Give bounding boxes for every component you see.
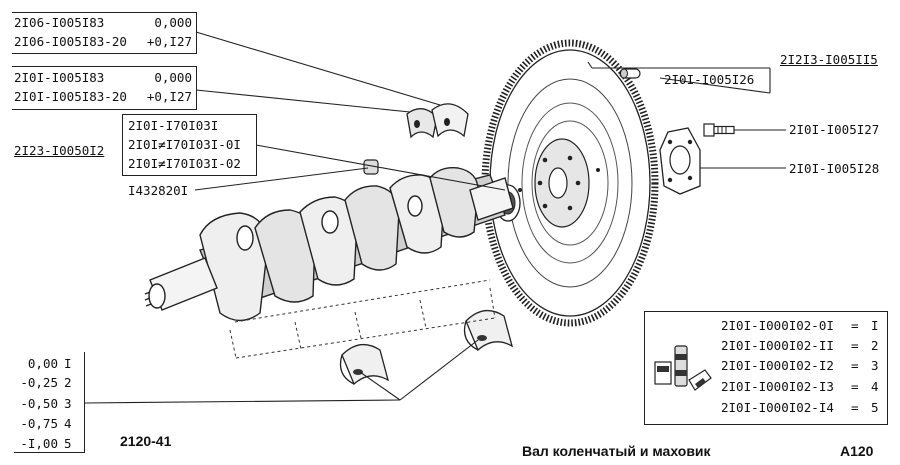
bearing-set-eq: = xyxy=(851,318,859,333)
bearing-set-code: 2I0I-I000I02-0I xyxy=(721,318,834,333)
diagram-title: Вал коленчатый и маховик xyxy=(522,443,711,459)
shell-lower-code-alt: 2I0I-I005I83-20 xyxy=(14,89,127,104)
crankshaft-code-2: 2I0I≠I70I03I-0I xyxy=(128,137,241,152)
shell-lower-bracket xyxy=(12,66,197,110)
bearing-size-value: -0,50 xyxy=(20,396,58,411)
crankshaft-codes-bracket xyxy=(122,114,257,176)
page-number: A120 xyxy=(840,443,874,459)
bearing-set-val: 5 xyxy=(871,400,879,415)
journal-indicator-lines xyxy=(229,279,496,359)
bearing-set-val: 3 xyxy=(871,358,879,373)
bearing-size-index: 2 xyxy=(64,375,72,390)
bearing-size-value: -0,75 xyxy=(20,416,58,431)
bolt-icon xyxy=(703,123,735,137)
bearing-set-eq: = xyxy=(851,338,859,353)
bearing-size-index: I xyxy=(64,356,72,371)
shell-lower-size-nominal: 0,000 xyxy=(154,70,192,85)
crankshaft-icon xyxy=(144,167,514,322)
bearing-set-val: 4 xyxy=(871,379,879,394)
dowel-pin-icon xyxy=(619,68,641,79)
crankshaft-code-3: 2I0I≠I70I03I-02 xyxy=(128,156,241,171)
crankshaft-code-1: 2I0I-I70I03I xyxy=(128,118,219,133)
bearing-size-value: -I,00 xyxy=(20,436,58,451)
bearing-set-code: 2I0I-I000I02-II xyxy=(721,338,834,353)
lock-plate-icon xyxy=(659,127,701,195)
bearing-size-index: 3 xyxy=(64,396,72,411)
plug-code: I432820I xyxy=(128,183,189,198)
bearing-size-value: -0,25 xyxy=(20,375,58,390)
shell-lower-code: 2I0I-I005I83 xyxy=(14,70,105,85)
bearing-kit-icon xyxy=(654,345,712,391)
leader-lines xyxy=(84,31,786,404)
thrust-half-ring-icon xyxy=(406,103,469,139)
bearing-sizes-bracket xyxy=(14,352,85,453)
flywheel-code: 2I2I3-I005II5 xyxy=(780,52,878,67)
washer-code: 2I0I-I005I28 xyxy=(789,161,880,176)
shell-upper-code-alt: 2I06-I005I83-20 xyxy=(14,34,127,49)
model-number: 2120-41 xyxy=(120,433,172,449)
bearing-set-code: 2I0I-I000I02-I4 xyxy=(721,400,834,415)
bearing-set-legend: 2I0I-I000I02-0I = I 2I0I-I000I02-II = 2 … xyxy=(644,311,888,425)
bearing-set-eq: = xyxy=(851,358,859,373)
bearing-size-index: 4 xyxy=(64,416,72,431)
bearing-set-val: 2 xyxy=(871,338,879,353)
shell-upper-code: 2I06-I005I83 xyxy=(14,15,105,30)
bearing-size-value: 0,00 xyxy=(27,356,58,371)
flywheel-icon xyxy=(481,39,659,327)
bearing-set-eq: = xyxy=(851,400,859,415)
bearing-set-code: 2I0I-I000I02-I2 xyxy=(721,358,834,373)
bearing-size-index: 5 xyxy=(64,436,72,451)
bearing-set-val: I xyxy=(871,318,879,333)
bearing-set-eq: = xyxy=(851,379,859,394)
shell-upper-size-nominal: 0,000 xyxy=(154,15,192,30)
thrust-washer-code: 2I23-I0050I2 xyxy=(14,143,105,158)
bolt-code: 2I0I-I005I27 xyxy=(789,122,880,137)
main-bearing-shell-icon xyxy=(339,309,514,386)
bearing-set-code: 2I0I-I000I02-I3 xyxy=(721,379,834,394)
dowel-code: 2I0I-I005I26 xyxy=(664,72,755,87)
shell-lower-size-repair: +0,I27 xyxy=(146,89,192,104)
shell-upper-size-repair: +0,I27 xyxy=(146,34,192,49)
shell-upper-bracket xyxy=(12,12,197,54)
